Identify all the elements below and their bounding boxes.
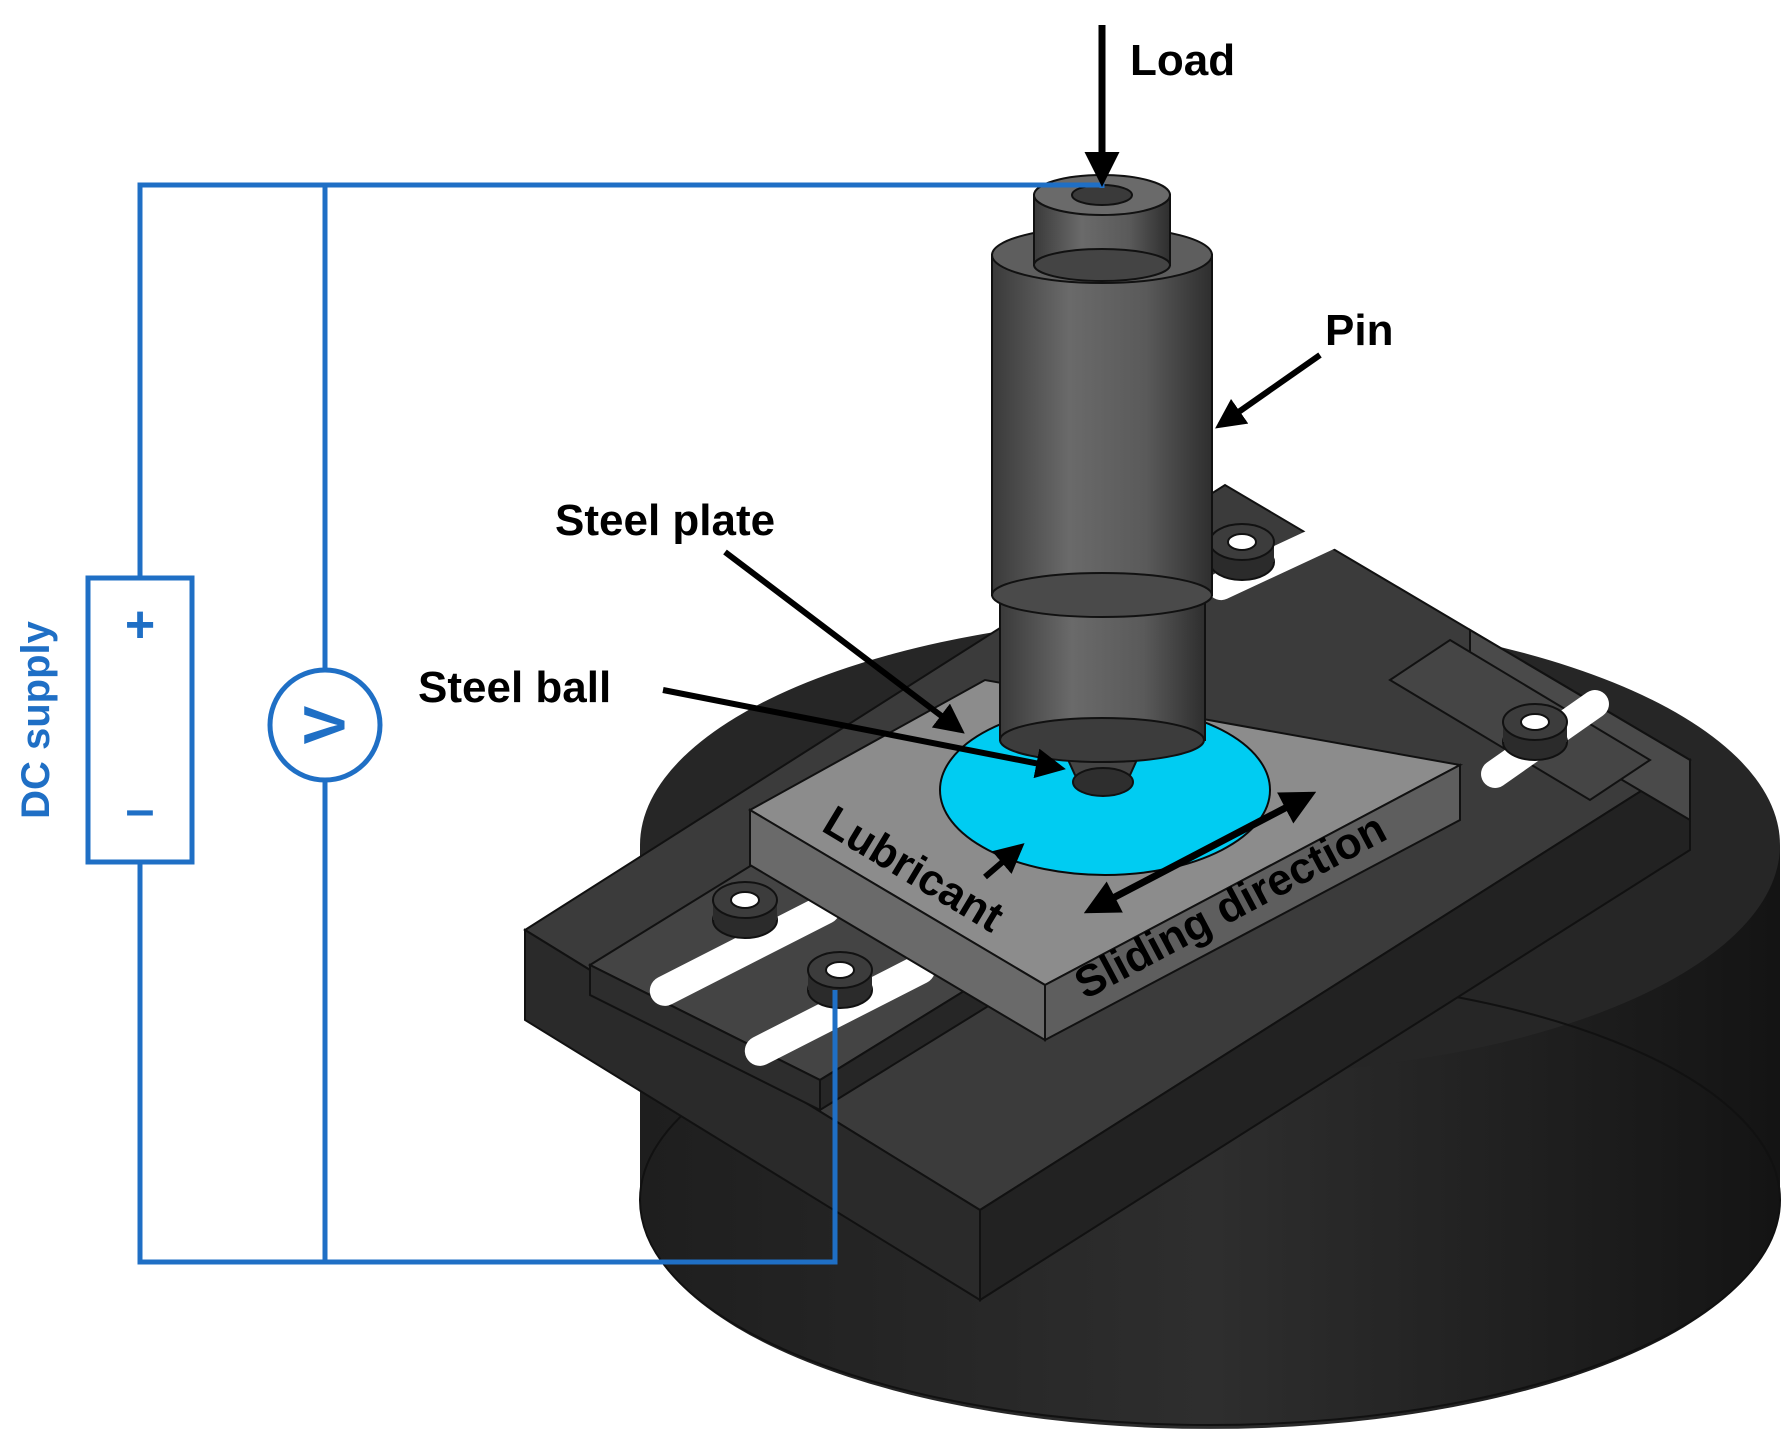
pin <box>991 174 1213 797</box>
screw-1 <box>712 881 778 939</box>
slot-2 <box>744 954 936 1066</box>
sliding-direction-arrow <box>1083 791 1317 914</box>
voltmeter-circle-icon <box>267 667 383 783</box>
plus-sign: + <box>125 596 155 654</box>
steel-ball <box>1072 767 1134 797</box>
screws <box>712 507 1609 1009</box>
pin-arrow <box>1215 352 1322 429</box>
steel-ball-label: Steel ball <box>418 663 611 712</box>
electrical-circuit: V + – DC supply <box>14 182 1105 1265</box>
annotation-arrows <box>662 25 1322 914</box>
screw-2 <box>807 951 873 1009</box>
steel-plate-arrow <box>723 549 965 734</box>
load-label: Load <box>1130 36 1235 85</box>
left-clamp <box>587 858 993 1112</box>
steel-plate-label: Steel plate <box>555 496 775 545</box>
steel-ball-arrow <box>662 687 1066 779</box>
lubricant-arrow <box>983 843 1025 880</box>
screw-4 <box>1481 690 1609 788</box>
minus-sign: – <box>126 781 155 839</box>
pin-label: Pin <box>1325 306 1393 355</box>
dc-supply-label: DC supply <box>14 620 58 819</box>
dc-supply-box <box>85 575 195 865</box>
voltmeter-label: V <box>293 705 358 744</box>
slot-1 <box>649 894 841 1006</box>
